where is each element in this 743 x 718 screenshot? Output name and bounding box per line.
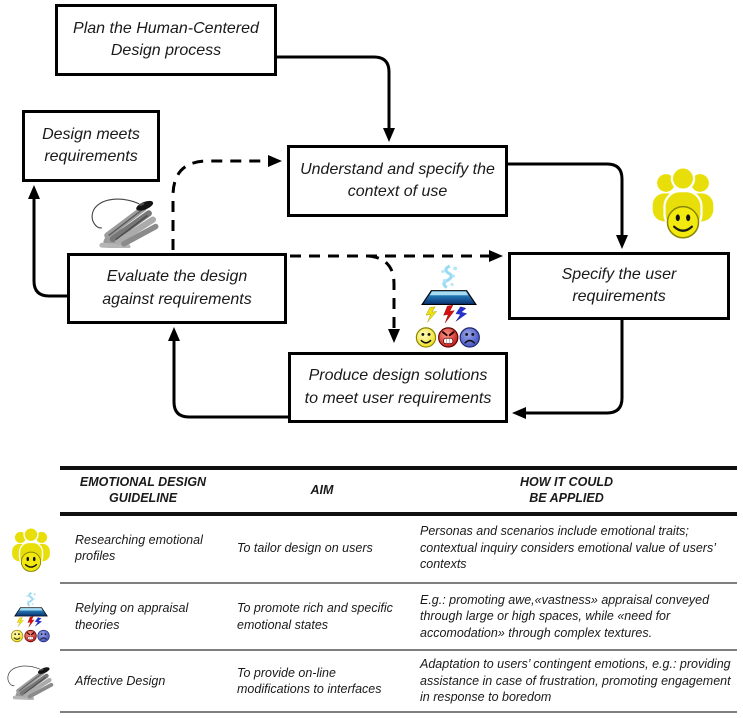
row1-application: Personas and scenarios include emotional… — [420, 524, 716, 572]
flowchart-box-plan: Plan the Human-Centered Design process — [55, 4, 277, 76]
emotional-design-guideline-table: EMOTIONAL DESIGN GUIDELINE AIM HOW IT CO… — [0, 456, 743, 718]
table-row: Affective Design To provide on-line modi… — [0, 651, 743, 711]
header-aim: AIM — [310, 482, 334, 497]
personas-icon — [651, 166, 715, 239]
row3-icon-cell — [0, 662, 62, 700]
table-rule-row2 — [60, 649, 737, 651]
table-rule-row1 — [60, 582, 737, 584]
row2-icon-cell — [0, 591, 62, 643]
header-application-text: HOW IT COULD BE APPLIED — [519, 474, 614, 505]
table-row: Relying on appraisal theories To promote… — [0, 584, 743, 649]
flowchart-box-produce-solutions: Produce design solutions to meet user re… — [288, 352, 508, 423]
arrow-plan-to-understand — [277, 55, 395, 142]
row2-aim: To promote rich and specific emotional s… — [237, 601, 393, 632]
row3-aim: To provide on-line modifications to inte… — [237, 665, 382, 697]
table-rule-header-bottom — [60, 512, 737, 516]
arrow-understand-to-specify — [508, 162, 628, 249]
flowchart-box-specify-requirements: Specify the user requirements — [508, 252, 730, 320]
table-rule-bottom — [60, 711, 737, 713]
personas-icon — [11, 527, 51, 573]
flowchart-box-evaluate-design: Evaluate the design against requirements — [67, 253, 287, 324]
appraisal-theories-icon — [414, 264, 481, 349]
row3-application: Adaptation to users’ contingent emotions… — [420, 657, 731, 705]
dashed-arrow-evaluate-to-understand — [171, 155, 282, 250]
flowchart-arrows — [28, 55, 628, 419]
row1-guideline: Researching emotional profiles — [75, 532, 203, 564]
table-row: Researching emotional profiles To tailor… — [0, 514, 743, 582]
arrow-produce-to-evaluate — [168, 327, 288, 419]
affective-hand-icon — [5, 662, 57, 700]
arrow-specify-to-produce — [512, 320, 624, 419]
row2-guideline: Relying on appraisal theories — [75, 601, 189, 632]
flowchart-box-design-meets-requirements: Design meets requirements — [22, 110, 160, 182]
row3-guideline: Affective Design — [75, 673, 166, 688]
flowchart-box-understand-context: Understand and specify the context of us… — [287, 145, 508, 217]
table-rule-top — [60, 466, 737, 470]
row1-icon-cell — [0, 521, 62, 575]
table-header-row: EMOTIONAL DESIGN GUIDELINE AIM HOW IT CO… — [0, 468, 743, 512]
appraisal-theories-icon — [10, 591, 51, 643]
header-application: HOW IT COULD BE APPLIED — [420, 474, 743, 507]
header-guideline: EMOTIONAL DESIGN GUIDELINE — [79, 474, 207, 505]
row1-aim: To tailor design on users — [237, 540, 373, 555]
arrow-evaluate-to-design-meets — [28, 185, 67, 298]
affective-hand-icon — [88, 194, 164, 248]
dashed-arrow-evaluate-to-produce — [367, 254, 400, 343]
row2-application: E.g.: promoting awe,«vastness» appraisal… — [420, 592, 710, 640]
